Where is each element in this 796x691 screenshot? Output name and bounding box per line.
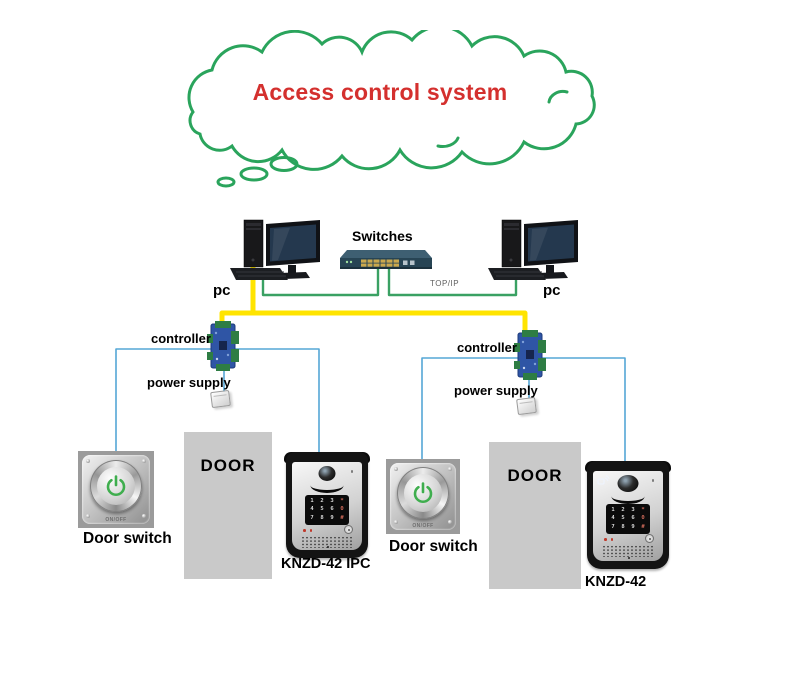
onoff-label: ON/OFF [412, 523, 434, 529]
controller-left-label: controller [151, 331, 211, 346]
power-symbol-icon [413, 482, 433, 503]
switch-button [397, 466, 449, 519]
keypad-key: 2 [621, 506, 625, 513]
power-supply-left-icon [210, 389, 231, 409]
cloud-outline [187, 30, 596, 171]
switch-label: Switches [352, 228, 413, 244]
keypad-key: 5 [621, 515, 625, 522]
keypad-key: # [340, 514, 344, 521]
protocol-label: TOP/IP [430, 279, 460, 288]
keypad-key: 6 [330, 506, 334, 513]
power-supply-left-label: power supply [147, 375, 231, 390]
lan-wire-right [387, 269, 518, 297]
keypad-key: 4 [611, 515, 615, 522]
keypad-key: 7 [310, 514, 314, 521]
keypad-key: # [641, 523, 645, 530]
intercom-left-label: KNZD-42 IPC [281, 556, 371, 572]
thought-bubble-large [269, 156, 299, 172]
pc-right-label: pc [543, 282, 561, 299]
onoff-label: ON/OFF [105, 517, 127, 523]
call-button-icon [645, 534, 654, 543]
diagram-title: Access control system [252, 79, 508, 105]
keypad-key: 8 [320, 514, 324, 521]
keypad-key: 0 [340, 506, 344, 513]
status-leds [604, 538, 613, 541]
camera-arc [611, 488, 645, 504]
rfid-card-icon [597, 475, 610, 485]
keypad-key: * [641, 506, 645, 513]
keypad-key: 3 [631, 506, 635, 513]
speaker-grille [301, 536, 353, 548]
thought-bubble-small [216, 176, 236, 188]
keypad-key: 3 [330, 497, 334, 504]
switch-button [90, 459, 142, 512]
keypad-key: 7 [611, 523, 615, 530]
mic-hole [628, 557, 630, 559]
pc-left-icon [230, 219, 320, 280]
door-switch-left-icon: ON/OFF [78, 451, 154, 528]
cloud-curl-right [547, 90, 569, 104]
pc-left-label: pc [213, 282, 231, 299]
power-symbol-icon [106, 474, 126, 496]
keypad-key: 4 [310, 506, 314, 513]
controller-right-label: controller [457, 340, 517, 355]
keypad-key: 1 [310, 497, 314, 504]
keypad-key: 1 [611, 506, 615, 513]
controller-right-icon [514, 330, 546, 380]
door-left: DOOR [184, 432, 272, 579]
controller-left-icon [207, 321, 239, 371]
keypad-key: 9 [631, 523, 635, 530]
keypad-key: 5 [320, 506, 324, 513]
door-switch-right-icon: ON/OFF [386, 459, 460, 534]
door-switch-right-label: Door switch [389, 538, 478, 555]
call-button-icon [344, 525, 353, 534]
speaker-grille [602, 545, 654, 557]
sensor-dot [651, 479, 654, 482]
door-switch-left-label: Door switch [83, 530, 172, 547]
power-supply-right-icon [516, 396, 537, 416]
lan-wire-left [261, 268, 380, 297]
power-supply-right-label: power supply [454, 383, 538, 398]
keypad-key: 8 [621, 523, 625, 530]
power-wire-backbone [219, 310, 528, 340]
keypad-key: 0 [641, 515, 645, 522]
network-switch-icon [340, 250, 432, 269]
camera-arc [310, 477, 344, 493]
door-right: DOOR [489, 442, 581, 589]
keypad-key: * [340, 497, 344, 504]
keypad-key: 6 [631, 515, 635, 522]
keypad-key: 2 [320, 497, 324, 504]
sensor-dot [350, 470, 353, 473]
cloud-curl-bottom [436, 136, 460, 148]
keypad-key: 9 [330, 514, 334, 521]
status-leds [303, 529, 312, 532]
intercom-right-label: KNZD-42 [585, 574, 647, 590]
pc-right-icon [488, 219, 578, 280]
thought-cloud [187, 30, 596, 188]
thought-bubble-medium [239, 166, 269, 182]
mic-hole [327, 546, 329, 548]
